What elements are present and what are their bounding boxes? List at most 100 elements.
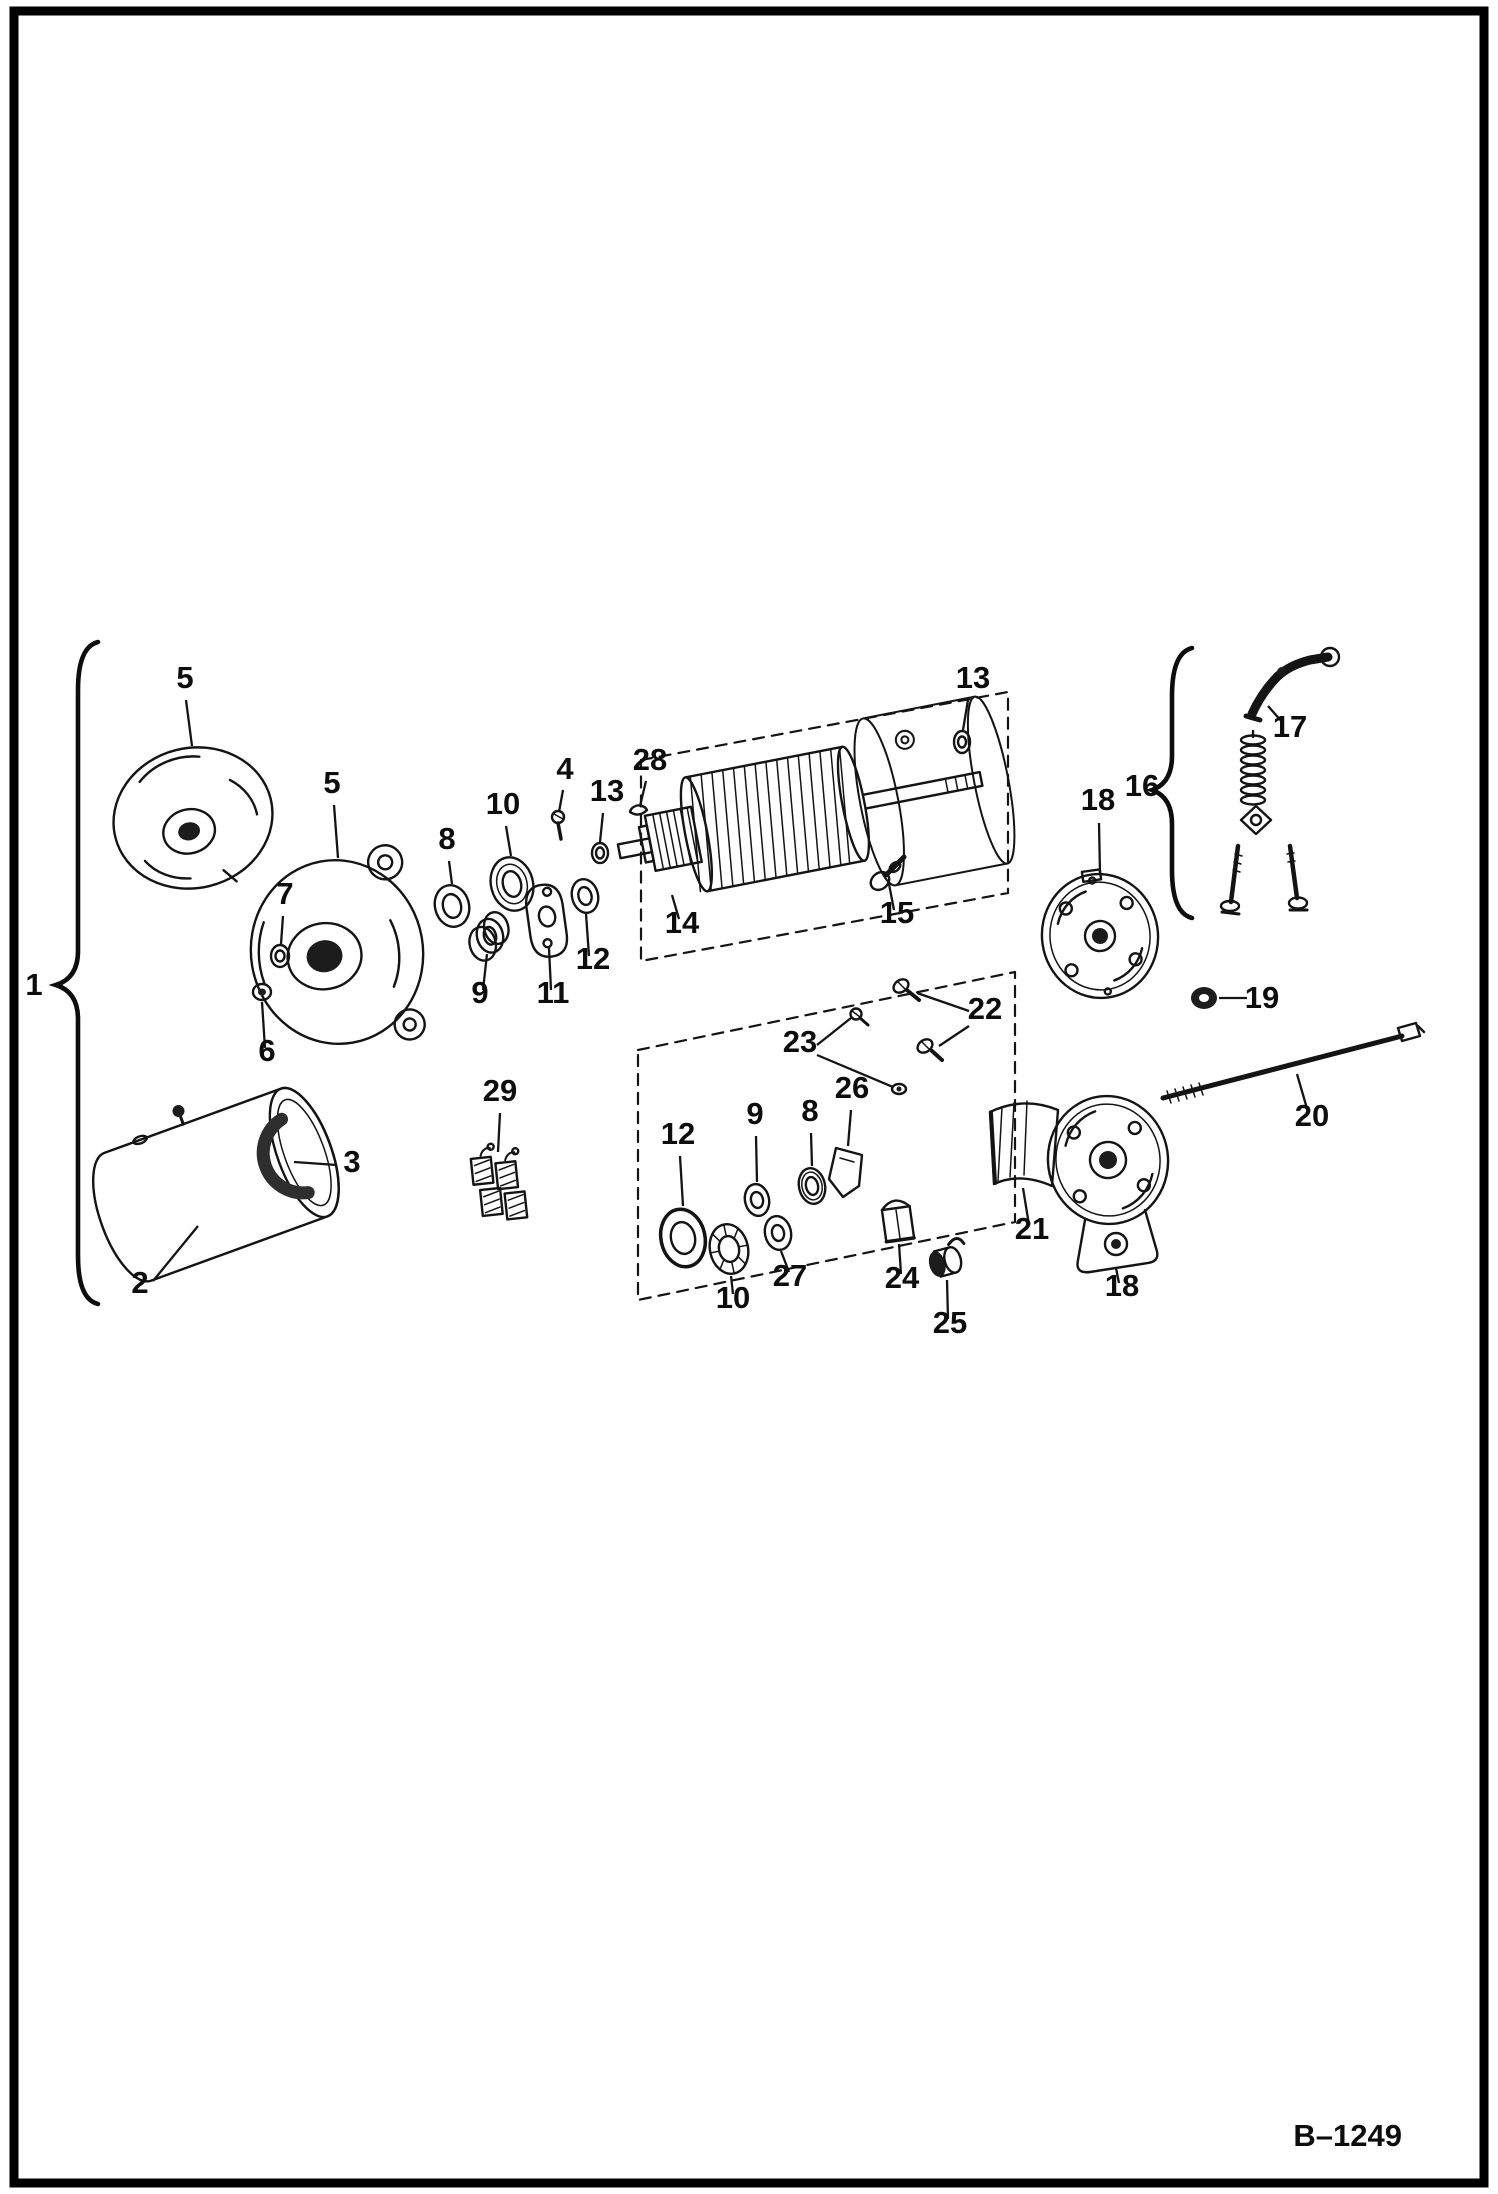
callout-3: 3: [343, 1144, 360, 1179]
part-6-nut: [251, 982, 273, 1002]
callout-22: 22: [968, 991, 1002, 1026]
callout-15: 15: [880, 895, 914, 930]
part-7-nut: [269, 943, 291, 969]
leader-line-22: [938, 1025, 970, 1047]
callout-9: 9: [471, 975, 488, 1010]
part-16-bolt-left: [1219, 843, 1243, 916]
leader-line-9: [481, 953, 489, 991]
callout-21: 21: [1015, 1211, 1049, 1246]
page-border: [9, 6, 1489, 2188]
callout-14: 14: [665, 905, 700, 940]
leader-line-17: [1267, 705, 1284, 724]
callout-9: 9: [746, 1096, 763, 1131]
callout-27: 27: [773, 1258, 807, 1293]
callout-10: 10: [716, 1280, 750, 1315]
part-12-washer-lower: [658, 1207, 708, 1269]
part-17-shift-lever: [1243, 646, 1341, 723]
part-27-washer: [763, 1214, 793, 1252]
callout-25: 25: [933, 1305, 967, 1340]
leader-line-26: [846, 1109, 853, 1147]
part-18-end-frame-lower: [1046, 1094, 1170, 1274]
callout-26: 26: [835, 1070, 869, 1105]
callout-4: 4: [556, 751, 574, 786]
part-15-bolt: [869, 854, 907, 892]
part-10-bearing-lower: [708, 1223, 750, 1275]
callout-18: 18: [1081, 782, 1115, 817]
callout-28: 28: [633, 742, 667, 777]
part-11-gasket: [524, 883, 569, 958]
brace-group-16: [1145, 645, 1195, 921]
figure-code: B–1249: [1293, 2118, 1402, 2153]
leader-line-14: [670, 894, 681, 920]
part-29-brush-set: [469, 1142, 529, 1221]
leader-line-8: [447, 860, 454, 885]
part-8-bearing-upper: [433, 884, 471, 928]
part-12-washer-upper: [570, 878, 600, 914]
leader-line-18: [1114, 1267, 1121, 1284]
callout-8: 8: [801, 1093, 818, 1128]
leader-line-8: [809, 1132, 814, 1167]
callout-20: 20: [1295, 1098, 1329, 1133]
callout-29: 29: [483, 1073, 517, 1108]
callout-13: 13: [956, 660, 990, 695]
dashed-region-brush-assembly: [636, 970, 1017, 1302]
leader-line-5: [184, 699, 194, 747]
callout-2: 2: [131, 1265, 148, 1300]
leader-line-29: [496, 1112, 502, 1153]
part-9-washer-lower: [743, 1182, 771, 1218]
part-5-drive-end-plate: [112, 746, 274, 890]
part-21-brush-card: [988, 1100, 1060, 1188]
part-8-bearing-lower: [797, 1166, 827, 1206]
part-13-ring-right: [952, 729, 972, 755]
leader-line-4: [557, 789, 565, 813]
part-18-brush-plate-upper: [1040, 868, 1160, 1000]
leader-line-10: [729, 1275, 735, 1295]
part-25-brush-pigtail: [928, 1236, 966, 1278]
callout-6: 6: [258, 1033, 275, 1068]
leader-line-12: [678, 1155, 685, 1207]
part-10-bearing-upper: [489, 856, 535, 912]
part-5-end-frame: [249, 844, 426, 1046]
part-24-brush: [880, 1199, 916, 1244]
leader-line-25: [945, 1279, 950, 1320]
frame-outline: [853, 695, 1016, 887]
part-3-pole-shoe: [256, 1112, 315, 1200]
callout-13: 13: [590, 773, 624, 808]
leader-line-23: [816, 1053, 894, 1089]
callout-23: 23: [783, 1024, 817, 1059]
leader-line-5: [332, 804, 340, 859]
part-19-nut: [1191, 987, 1217, 1009]
part-2-frame-housing: [92, 1086, 340, 1283]
part-16-spring: [1239, 729, 1267, 806]
leader-line-9: [754, 1135, 759, 1183]
callout-19: 19: [1245, 980, 1279, 1015]
brace-group-1: [48, 639, 101, 1307]
leader-line-13: [961, 699, 970, 731]
leader-line-7: [279, 915, 285, 945]
callout-17: 17: [1273, 709, 1307, 744]
part-26-brush-holder: [827, 1146, 864, 1199]
callout-5: 5: [323, 765, 340, 800]
leader-line-18: [1097, 822, 1102, 874]
callout-1: 1: [25, 967, 42, 1002]
part-14-armature: [616, 745, 984, 893]
callout-5: 5: [176, 660, 193, 695]
leader-line-28: [638, 780, 648, 807]
leader-line-12: [584, 913, 591, 957]
callout-16: 16: [1125, 768, 1159, 803]
part-13-ring-left: [590, 841, 610, 865]
leader-line-20: [1295, 1073, 1310, 1113]
art-layer: [92, 646, 1426, 1302]
leader-line-15: [887, 883, 896, 911]
leader-line-2: [152, 1225, 199, 1282]
callout-7: 7: [276, 876, 293, 911]
leader-line-11: [547, 947, 553, 991]
group-16-solenoid-hardware: [1219, 646, 1341, 916]
leader-line-24: [897, 1243, 903, 1275]
leader-line-23: [816, 1017, 852, 1046]
callout-11: 11: [537, 975, 570, 1010]
callout-10: 10: [486, 786, 520, 821]
leader-line-13: [598, 812, 605, 843]
